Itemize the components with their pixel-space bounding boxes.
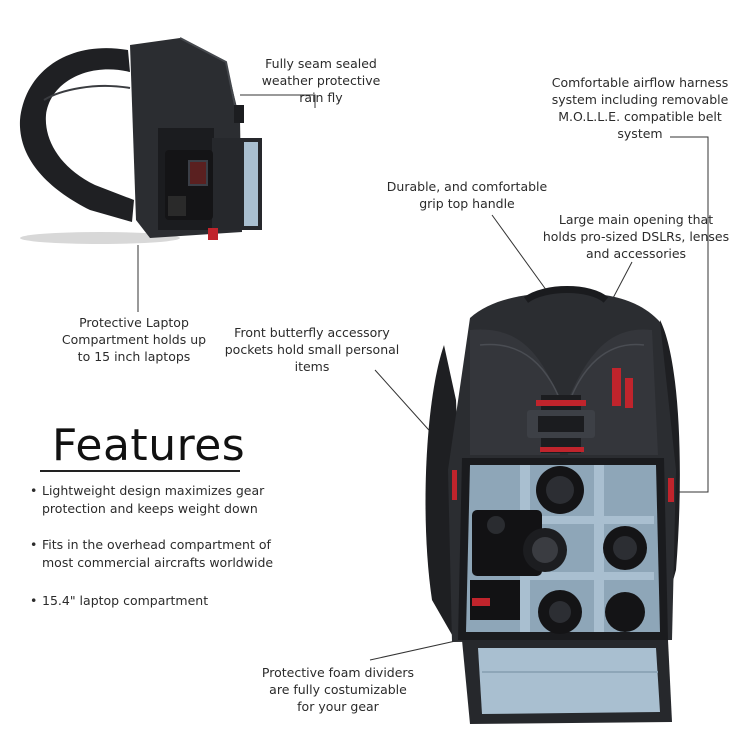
leader-handle	[491, 214, 553, 299]
bullet: •	[30, 593, 38, 608]
zipper-pull	[625, 378, 633, 408]
shadow	[20, 232, 180, 244]
callout-handle: Durable, and comfortable grip top handle	[386, 179, 548, 211]
callout-harness: Comfortable airflow harness system inclu…	[551, 75, 729, 141]
callout-main-opening: Large main opening that holds pro-sized …	[542, 212, 730, 261]
leader-harness	[670, 136, 709, 493]
leader-main-opening	[611, 261, 633, 301]
callout-pockets: Front butterfly accessory pockets hold s…	[224, 325, 400, 374]
callout-laptop: Protective Laptop Compartment holds up t…	[61, 315, 207, 364]
callout-dividers: Protective foam dividers are fully costu…	[261, 665, 415, 714]
leader-dividers	[369, 639, 461, 661]
front-view-backpack	[425, 286, 680, 724]
bullet: •	[30, 483, 38, 498]
bullet: •	[30, 537, 38, 552]
features-title: Features	[52, 420, 246, 471]
features-underline	[40, 470, 240, 472]
shoulder-strap	[19, 48, 135, 222]
side-view-backpack	[19, 37, 262, 244]
lens	[605, 592, 645, 632]
leader-rain-fly	[240, 94, 316, 108]
leader-lines	[137, 94, 709, 661]
zipper-pull	[612, 368, 621, 406]
top-handle	[523, 286, 609, 303]
foam-divider	[594, 465, 604, 632]
callout-rain-fly: Fully seam sealed weather protective rai…	[261, 56, 381, 105]
strap-accent	[536, 400, 586, 406]
